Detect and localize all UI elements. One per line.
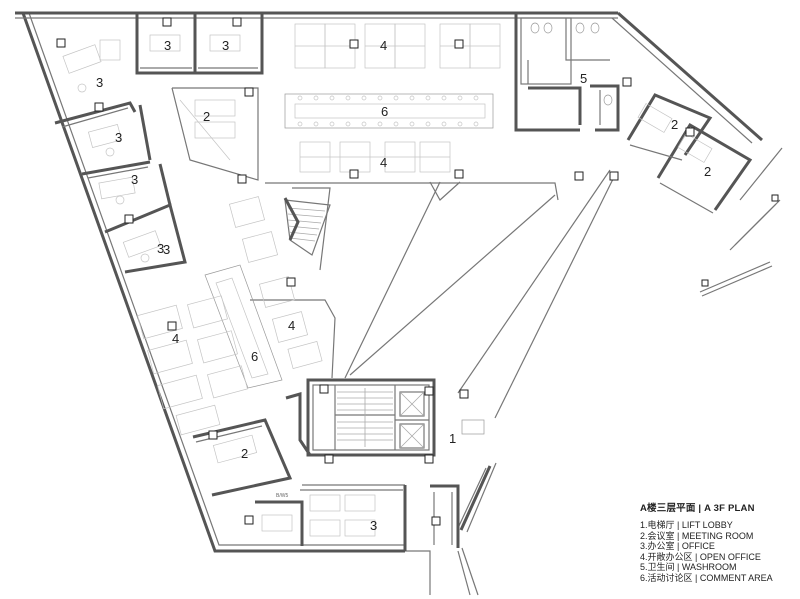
legend-item-meeting-room: 2.会议室 | MEETING ROOM (640, 530, 754, 541)
room-label: 3 (222, 38, 229, 53)
stool-row (297, 95, 479, 127)
room-label: 3 (164, 38, 171, 53)
room-label: 4 (172, 331, 179, 346)
meeting-table (179, 99, 713, 464)
room-label: 6 (381, 104, 388, 119)
room-label: 4 (380, 38, 387, 53)
desk-cluster (294, 23, 501, 69)
room-label: 2 (704, 164, 711, 179)
room-label: 2 (671, 117, 678, 132)
plan-legend: A楼三层平面 | A 3F PLAN 1.电梯厅 | LIFT LOBBY 2.… (640, 500, 773, 584)
interior-walls (54, 13, 753, 551)
room-label: 6 (251, 349, 258, 364)
legend-item-lift-lobby: 1.电梯厅 | LIFT LOBBY (640, 520, 733, 530)
room-label: 4 (380, 155, 387, 170)
legend-item-office: 3.办公室 | OFFICE (640, 541, 715, 552)
desk-cluster (299, 141, 451, 173)
room-labels: 1 2 2 2 2 3 3 3 3 3 3 3 3 4 4 4 4 5 6 6 (96, 38, 711, 533)
furniture (62, 22, 713, 537)
legend-item-comment-area: 6.活动讨论区 | COMMENT AREA (640, 572, 773, 583)
desk-cluster (228, 196, 323, 369)
room-label: 5 (580, 71, 587, 86)
room-label: 3 (157, 241, 164, 256)
legend-item-washroom: 5.卫生间 | WASHROOM (640, 562, 737, 573)
stair-treads (337, 388, 393, 447)
structural-columns (56, 17, 779, 526)
feature-stair (283, 197, 331, 256)
room-label: 2 (203, 109, 210, 124)
legend-item-open-office: 4.开敞办公区 | OPEN OFFICE (640, 551, 761, 562)
room-label: 3 (163, 242, 170, 257)
annotation-text: B/W5 (276, 493, 288, 499)
legend-title: A楼三层平面 | A 3F PLAN (640, 503, 755, 514)
room-label: 3 (96, 75, 103, 90)
room-label: 2 (241, 446, 248, 461)
office-furniture (261, 494, 376, 537)
washroom-fixtures (530, 22, 613, 106)
desk-cluster (137, 295, 248, 436)
room-label: 1 (449, 431, 456, 446)
room-label: 3 (131, 172, 138, 187)
room-label: 3 (115, 130, 122, 145)
office-furniture (62, 34, 241, 263)
room-label: 4 (288, 318, 295, 333)
room-label: 3 (370, 518, 377, 533)
exterior-walls (15, 11, 783, 596)
